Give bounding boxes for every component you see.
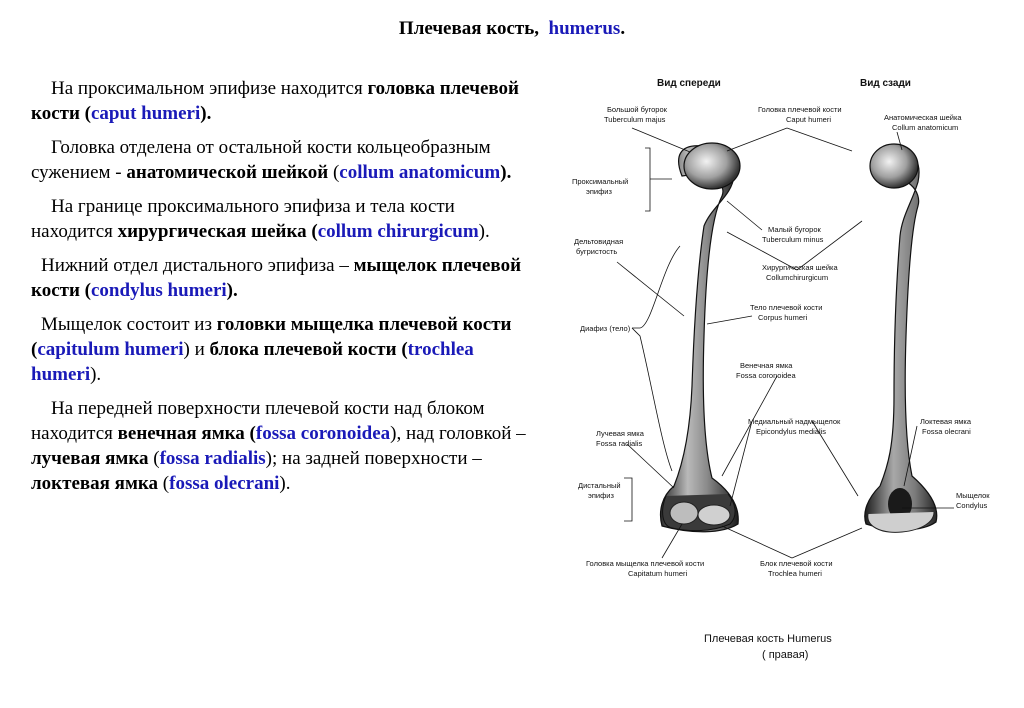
- text-run: (: [148, 448, 159, 469]
- text-run: Мыщелок состоит из: [41, 314, 217, 335]
- front-bone: [661, 143, 741, 532]
- latin-term: condylus humeri: [91, 280, 227, 301]
- title-end: .: [620, 18, 625, 39]
- label-dist-epiphysis: Дистальный: [578, 481, 621, 490]
- label-tub-major-la: Tuberculum majus: [604, 115, 666, 124]
- back-bone: [865, 144, 937, 532]
- latin-term: caput humeri: [91, 103, 200, 124]
- label-surg-neck: Хирургическая шейка: [762, 263, 838, 272]
- label-deltoid-2: бугристость: [576, 247, 617, 256]
- text-run: ).: [279, 473, 290, 494]
- term: блока плечевой кости (: [210, 339, 408, 360]
- text-run: Нижний отдел дистального эпифиза –: [41, 255, 354, 276]
- label-dist-epiphysis-2: эпифиз: [588, 491, 614, 500]
- label-anat-neck-la: Collum anatomicum: [892, 123, 958, 132]
- latin-term: capitulum humeri: [37, 339, 183, 360]
- label-corpus-la: Corpus humeri: [758, 313, 808, 322]
- text-run: ) и: [184, 339, 210, 360]
- label-coronoid-la: Fossa coronoidea: [736, 371, 796, 380]
- label-olecranon-fossa: Локтевая ямка: [920, 417, 972, 426]
- latin-term: fossa olecrani: [169, 473, 279, 494]
- text-run: ); на задней поверхности –: [266, 448, 482, 469]
- view-front-label: Вид спереди: [657, 78, 721, 89]
- text-run: ).: [227, 280, 238, 301]
- text-run: ).: [90, 364, 101, 385]
- text-run: На проксимальном эпифизе находится: [51, 78, 367, 99]
- title-lat: humerus: [549, 18, 621, 39]
- humerus-illustration: Вид спереди Вид сзади: [562, 66, 1002, 666]
- text-run: (: [328, 162, 339, 183]
- label-corpus: Тело плечевой кости: [750, 303, 823, 312]
- paragraph-capitulum: Мыщелок состоит из головки мыщелка плече…: [31, 312, 531, 387]
- term: лучевая ямка: [31, 448, 148, 469]
- text-run: (: [158, 473, 169, 494]
- label-medial-epicondyle-la: Epicondylus medialis: [756, 427, 826, 436]
- paragraph-fossae: На передней поверхности плечевой кости н…: [31, 396, 531, 496]
- term: венечная ямка (: [118, 423, 256, 444]
- paragraph-condylus: Нижний отдел дистального эпифиза – мыщел…: [31, 253, 531, 303]
- label-olecranon-fossa-la: Fossa olecrani: [922, 427, 971, 436]
- view-back-label: Вид сзади: [860, 78, 911, 89]
- label-tub-minor: Малый бугорок: [768, 225, 822, 234]
- title-ru: Плечевая кость,: [399, 18, 539, 39]
- label-condylus: Мыщелок: [956, 491, 990, 500]
- label-condylus-la: Condylus: [956, 501, 988, 510]
- body-text: На проксимальном эпифизе находится голов…: [31, 76, 531, 505]
- label-diaphysis: Диафиз (тело): [580, 324, 631, 333]
- label-deltoid: Дельтовидная: [574, 237, 623, 246]
- term: анатомической шейкой: [126, 162, 328, 183]
- latin-term: fossa coronoidea: [256, 423, 390, 444]
- label-capitulum-la: Capitatum humeri: [628, 569, 688, 578]
- label-radial-fossa: Лучевая ямка: [596, 429, 645, 438]
- latin-term: fossa radialis: [160, 448, 266, 469]
- label-tub-minor-la: Tuberculum minus: [762, 235, 824, 244]
- label-caput: Головка плечевой кости: [758, 105, 842, 114]
- figure-caption-side: ( правая): [762, 649, 808, 661]
- latin-term: collum anatomicum: [339, 162, 500, 183]
- label-capitulum: Головка мыщелка плечевой кости: [586, 559, 704, 568]
- label-trochlea-la: Trochlea humeri: [768, 569, 822, 578]
- text-run: ), над головкой –: [390, 423, 526, 444]
- label-prox-epiphysis: Проксимальный: [572, 177, 628, 186]
- figure-caption: Плечевая кость Humerus: [704, 633, 832, 645]
- latin-term: collum chirurgicum: [318, 221, 479, 242]
- label-caput-la: Caput humeri: [786, 115, 831, 124]
- text-run: ).: [200, 103, 211, 124]
- paragraph-caput: На проксимальном эпифизе находится голов…: [31, 76, 531, 126]
- text-run: ).: [479, 221, 490, 242]
- label-anat-neck: Анатомическая шейка: [884, 113, 962, 122]
- humerus-figure: Вид спереди Вид сзади: [562, 66, 1002, 666]
- paragraph-anat-neck: Головка отделена от остальной кости коль…: [31, 135, 531, 185]
- label-surg-neck-la: Collumchirurgicum: [766, 273, 828, 282]
- term: хирургическая шейка (: [118, 221, 318, 242]
- text-run: ).: [500, 162, 511, 183]
- page-title: Плечевая кость, humerus.: [0, 18, 1024, 40]
- label-radial-fossa-la: Fossa radialis: [596, 439, 643, 448]
- label-medial-epicondyle: Медиальный надмыщелок: [748, 417, 841, 426]
- label-tub-major: Большой бугорок: [607, 105, 668, 114]
- label-trochlea: Блок плечевой кости: [760, 559, 833, 568]
- label-prox-epiphysis-2: эпифиз: [586, 187, 612, 196]
- label-coronoid: Венечная ямка: [740, 361, 793, 370]
- paragraph-surg-neck: На границе проксимального эпифиза и тела…: [31, 194, 531, 244]
- term: локтевая ямка: [31, 473, 158, 494]
